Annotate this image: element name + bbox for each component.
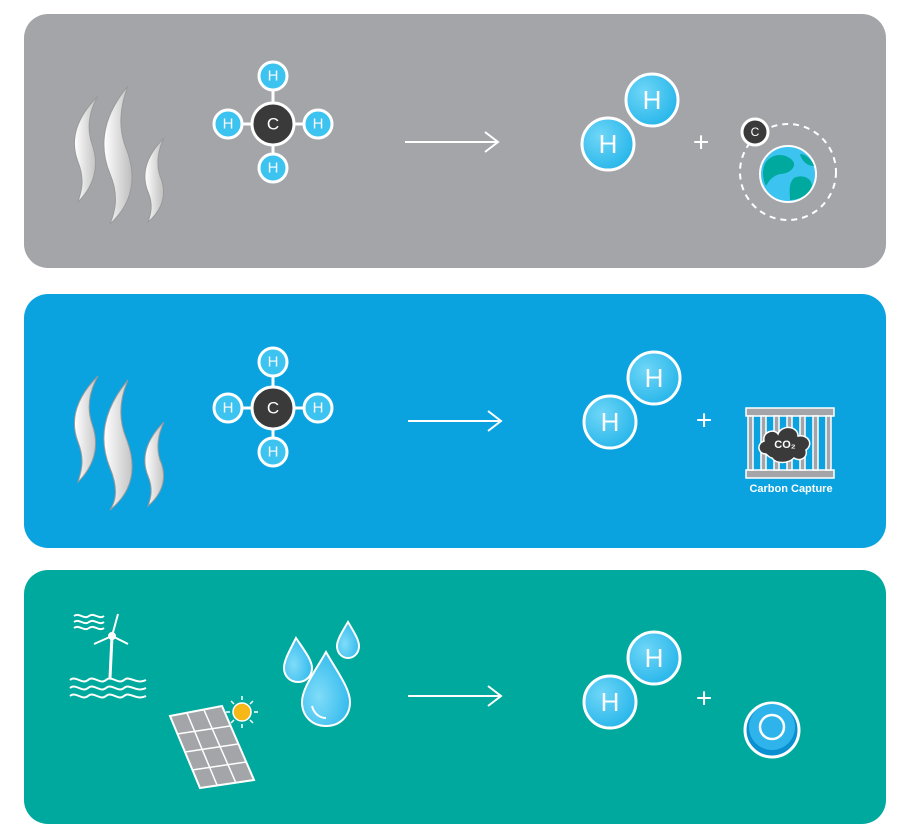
hydrogen-atom: H xyxy=(302,108,334,140)
arrow-right-icon xyxy=(405,131,500,153)
hydrogen-molecule-icon: H H xyxy=(580,72,680,172)
carbon-atom: C xyxy=(250,101,296,147)
svg-text:H: H xyxy=(268,444,279,461)
hydrogen-atom: H xyxy=(257,152,289,184)
svg-text:C: C xyxy=(267,399,279,418)
co2-label: CO₂ xyxy=(774,439,796,451)
sun-icon xyxy=(226,696,258,728)
svg-text:H: H xyxy=(601,687,620,717)
solar-panel-icon xyxy=(168,696,258,790)
oxygen-atom-icon xyxy=(743,701,801,759)
svg-text:H: H xyxy=(268,68,279,85)
svg-text:H: H xyxy=(645,363,664,393)
hydrogen-atom: H xyxy=(302,392,334,424)
methane-molecule-icon: H H H H C xyxy=(212,346,334,468)
svg-text:C: C xyxy=(751,125,760,139)
svg-text:H: H xyxy=(643,85,662,115)
blue-hydrogen-panel: H H H H C H xyxy=(24,294,886,548)
svg-text:H: H xyxy=(601,407,620,437)
hydrogen-atom: H xyxy=(257,346,289,378)
hydrogen-atom: H xyxy=(212,108,244,140)
hydrogen-molecule-icon: H H xyxy=(582,350,682,450)
carbon-capture-caption: Carbon Capture xyxy=(749,483,832,495)
wind-turbine-icon xyxy=(69,613,147,699)
svg-text:H: H xyxy=(645,643,664,673)
hydrogen-atom: H xyxy=(212,392,244,424)
carbon-atom: C xyxy=(250,385,296,431)
hydrogen-atom: H xyxy=(257,436,289,468)
carbon-atom: C xyxy=(740,117,770,147)
svg-text:H: H xyxy=(313,400,324,417)
svg-text:H: H xyxy=(268,354,279,371)
plus-sign: + xyxy=(696,683,712,714)
carbon-capture-icon: CO₂ Carbon Capture xyxy=(745,407,835,495)
grey-hydrogen-panel: H H H H C xyxy=(24,14,886,268)
plus-sign: + xyxy=(696,405,712,436)
steam-icon xyxy=(73,85,165,225)
green-hydrogen-panel: H H + xyxy=(24,570,886,824)
grey-hydrogen-diagram: H H H H C xyxy=(73,60,837,225)
svg-text:C: C xyxy=(267,115,279,134)
svg-text:H: H xyxy=(599,129,618,159)
water-drops-icon xyxy=(282,620,361,728)
blue-hydrogen-diagram: H H H H C H xyxy=(73,346,835,511)
methane-molecule-icon: H H H H C xyxy=(212,60,334,184)
svg-text:H: H xyxy=(223,400,234,417)
arrow-right-icon xyxy=(408,685,503,707)
hydrogen-atom: H xyxy=(257,60,289,92)
arrow-right-icon xyxy=(408,410,503,432)
plus-sign: + xyxy=(693,127,709,158)
svg-text:H: H xyxy=(268,160,279,177)
svg-text:H: H xyxy=(223,116,234,133)
svg-text:H: H xyxy=(313,116,324,133)
hydrogen-molecule-icon: H H xyxy=(582,630,682,730)
earth-carbon-icon: C xyxy=(739,117,837,221)
steam-icon xyxy=(73,375,165,511)
green-hydrogen-diagram: H H + xyxy=(69,613,801,790)
